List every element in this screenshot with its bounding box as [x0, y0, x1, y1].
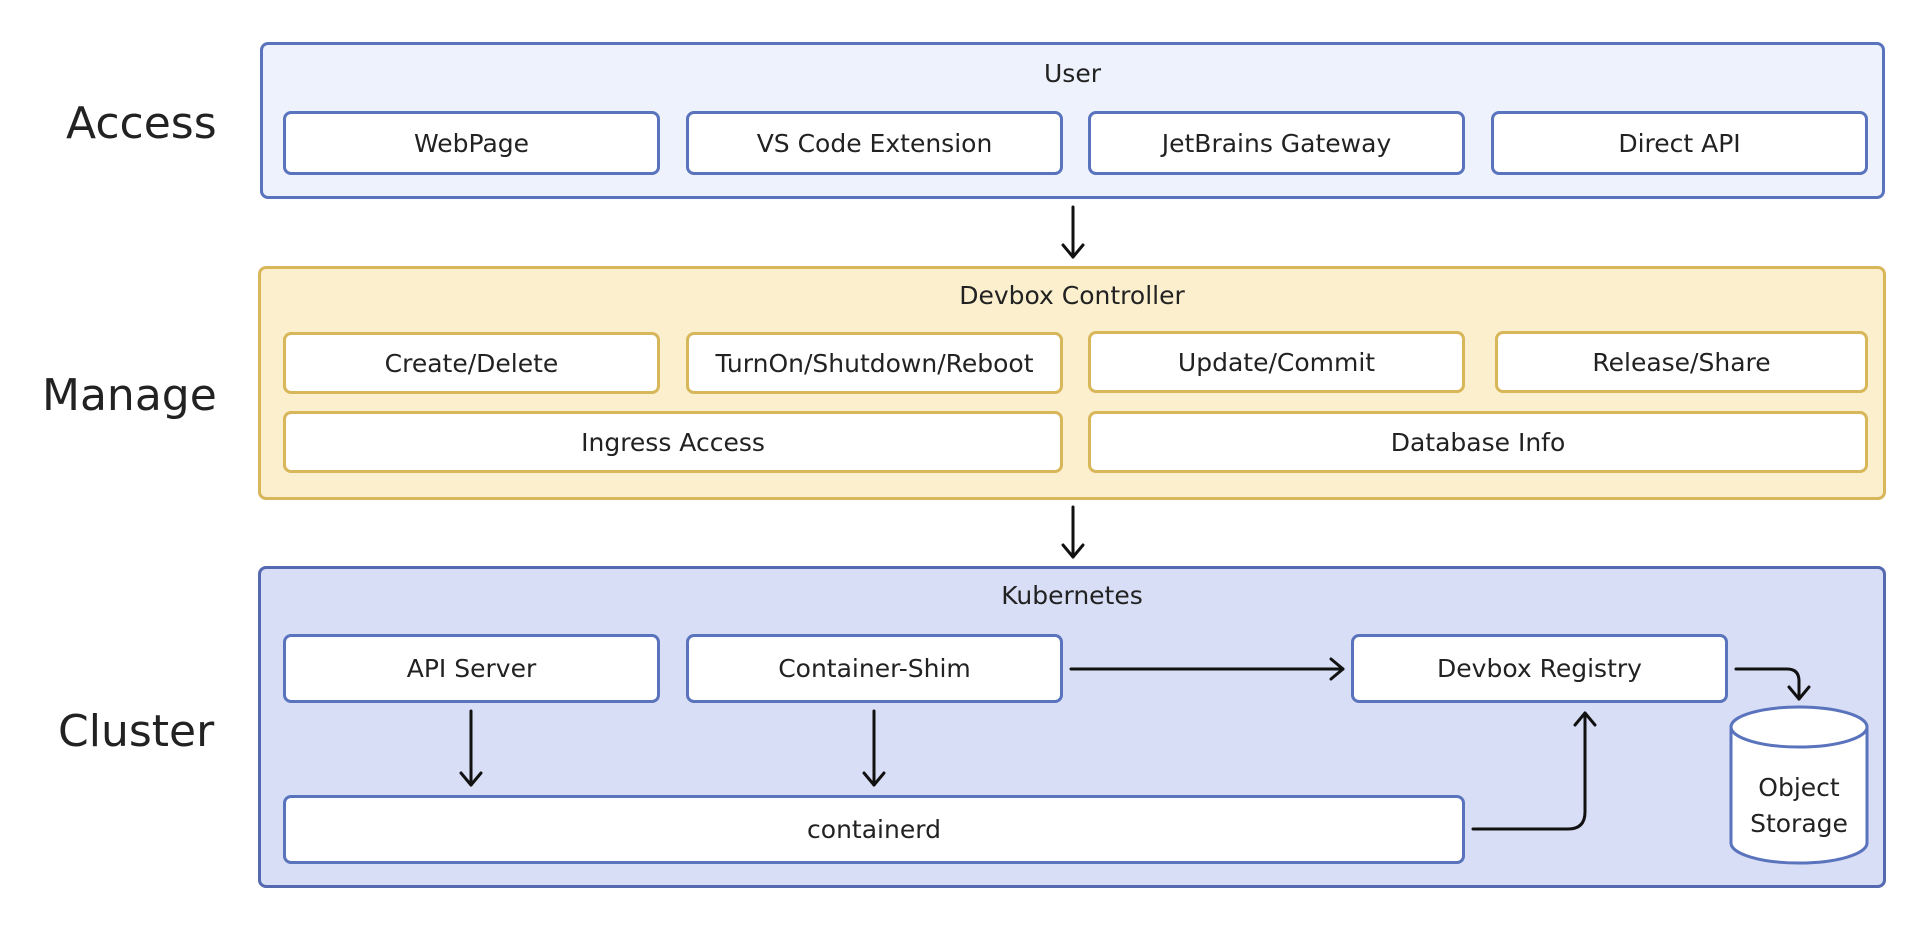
object-storage-label: Object Storage — [1731, 770, 1867, 842]
api-server-box: API Server — [283, 634, 660, 703]
container-shim-box: Container-Shim — [686, 634, 1063, 703]
layer-label-cluster: Cluster — [58, 706, 215, 757]
database-info-box: Database Info — [1088, 411, 1868, 473]
turnon-shutdown-reboot-box: TurnOn/Shutdown/Reboot — [686, 332, 1063, 394]
devbox-registry-box: Devbox Registry — [1351, 634, 1728, 703]
arrow-access-to-manage — [1061, 205, 1085, 259]
release-share-box: Release/Share — [1495, 331, 1868, 393]
cluster-panel-title: Kubernetes — [1001, 581, 1143, 610]
jetbrains-gateway-box: JetBrains Gateway — [1088, 111, 1465, 175]
arrow-manage-to-cluster — [1061, 505, 1085, 559]
create-delete-box: Create/Delete — [283, 332, 660, 394]
containerd-box: containerd — [283, 795, 1465, 864]
ingress-access-box: Ingress Access — [283, 411, 1063, 473]
webpage-box: WebPage — [283, 111, 660, 175]
manage-panel-title: Devbox Controller — [959, 281, 1185, 310]
object-storage-line2: Storage — [1750, 809, 1848, 838]
object-storage-line1: Object — [1758, 773, 1840, 802]
vscode-extension-box: VS Code Extension — [686, 111, 1063, 175]
direct-api-box: Direct API — [1491, 111, 1868, 175]
layer-label-manage: Manage — [42, 370, 217, 421]
layer-label-access: Access — [66, 98, 217, 149]
access-panel-title: User — [1044, 59, 1101, 88]
update-commit-box: Update/Commit — [1088, 331, 1465, 393]
